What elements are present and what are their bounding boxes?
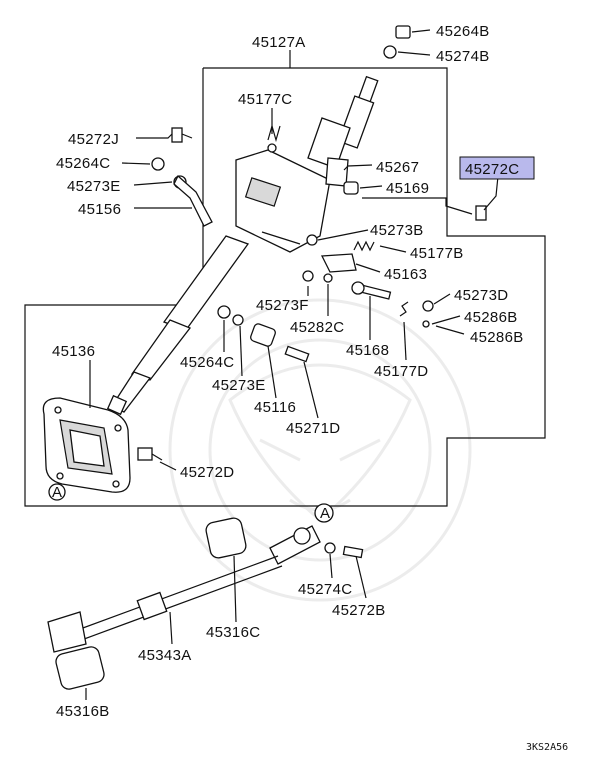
label-45267: 45267 [376,159,419,176]
label-45274C: 45274C [298,581,352,598]
highlight-box [459,156,535,180]
watermark-emblem [168,298,472,602]
label-45136: 45136 [52,343,95,360]
label-45177C: 45177C [238,91,292,108]
label-45274B: 45274B [436,48,490,65]
label-45127A: 45127A [252,34,306,51]
label-45273B: 45273B [370,222,424,239]
label-45273E-lower: 45273E [212,377,266,394]
label-45273F: 45273F [256,297,309,314]
label-45163: 45163 [384,266,427,283]
leader-lines [85,29,499,700]
label-45273D: 45273D [454,287,508,304]
label-45271D: 45271D [286,420,340,437]
label-45286B-upper: 45286B [464,309,518,326]
assembly-frame [24,50,546,507]
figure-code: 3KS2A56 [526,742,568,753]
label-45156: 45156 [78,201,121,218]
label-45272B: 45272B [332,602,386,619]
intermediate-shaft [47,503,364,690]
steering-column [106,75,379,416]
detail-marker-lower: A [52,484,62,501]
label-45116: 45116 [254,399,296,416]
label-45264C-upper: 45264C [56,155,110,172]
label-45169: 45169 [386,180,429,197]
label-45168: 45168 [346,342,389,359]
label-45272J: 45272J [68,131,119,148]
label-45273E-upper: 45273E [67,178,121,195]
label-45264B: 45264B [436,23,490,40]
label-45177B: 45177B [410,245,464,262]
detail-marker-upper: A [320,505,330,522]
label-45264C-lower: 45264C [180,354,234,371]
small-hardware [137,25,487,461]
part-labels: 45127A 45264B 45274B 45177C 45272J 45264… [52,23,568,753]
label-45272D: 45272D [180,464,234,481]
label-45272C: 45272C [465,161,519,178]
column-cover [42,397,131,501]
label-45316B: 45316B [56,703,110,720]
label-45177D: 45177D [374,363,428,380]
label-45282C: 45282C [290,319,344,336]
label-45286B-lower: 45286B [470,329,524,346]
label-45316C: 45316C [206,624,260,641]
label-45343A: 45343A [138,647,192,664]
